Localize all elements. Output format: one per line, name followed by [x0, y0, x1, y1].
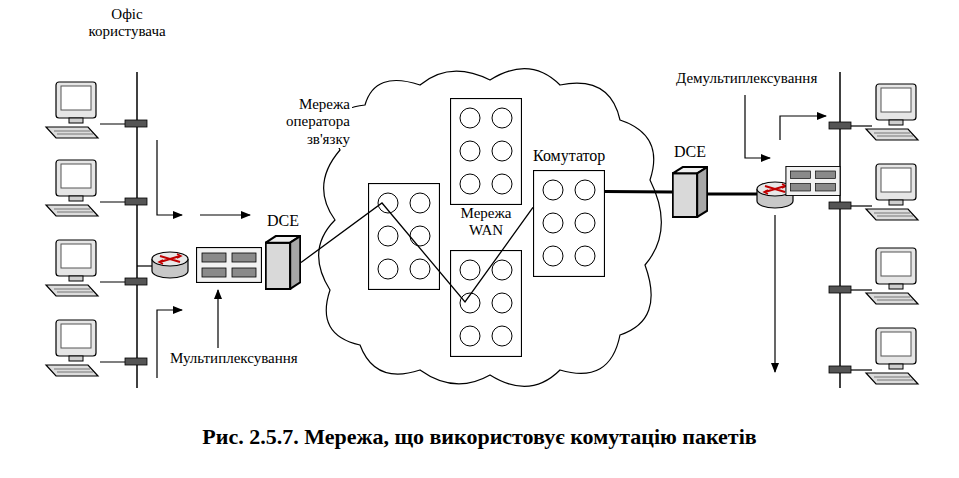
- switch-box: Комутатор: [533, 170, 605, 277]
- node-heading: DCE: [674, 143, 706, 161]
- wan-label: Мережа WAN: [451, 205, 521, 240]
- operator-cloud: [319, 69, 662, 387]
- switch-outline: [533, 170, 605, 277]
- demux-label: Демультиплексування: [676, 70, 846, 87]
- dce-box: DCE: [265, 235, 301, 290]
- dce-outline: [672, 166, 708, 218]
- network-link: [605, 190, 672, 194]
- node-heading: Комутатор: [533, 147, 605, 165]
- figure-caption: Рис. 2.5.7. Мережа, що використовує кому…: [0, 424, 959, 450]
- operator-network-label: Мережа оператора зв'язку: [252, 96, 352, 148]
- office-label: Офіс користувача: [72, 6, 182, 41]
- mux-label: Мультиплексування: [170, 350, 340, 367]
- dce-box: DCE: [672, 166, 708, 218]
- dce-outline: [265, 235, 301, 290]
- network-link: [301, 203, 533, 302]
- node-heading: DCE: [267, 212, 299, 230]
